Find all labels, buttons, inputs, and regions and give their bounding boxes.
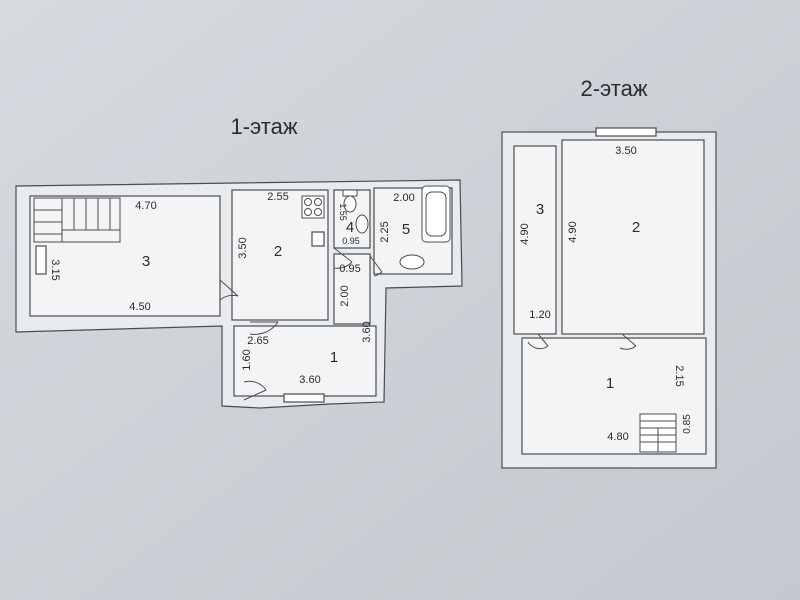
dimension-label: 0.95 — [339, 263, 360, 275]
dimension-label: 3.15 — [49, 259, 61, 280]
room-label: 3 — [536, 201, 544, 218]
window-icon — [35, 245, 47, 275]
dimension-label: 2.15 — [673, 365, 685, 386]
dimension-label: 0.85 — [682, 414, 693, 434]
dimension-label: 4.90 — [567, 221, 579, 242]
floor-2-title: 2-этаж — [580, 76, 647, 101]
toilet-icon — [342, 189, 358, 213]
washbasin-icon — [355, 214, 425, 270]
window-icon — [283, 393, 325, 403]
room-label: 1 — [606, 375, 614, 392]
room-1-floor-1 — [233, 325, 377, 397]
dimension-label: 2.25 — [379, 221, 391, 242]
corridor-floor-1 — [333, 253, 371, 325]
room-label: 3 — [142, 253, 150, 270]
staircase-icon — [639, 413, 677, 453]
dimension-label: 2.00 — [393, 192, 414, 204]
dimension-label: 2.00 — [339, 285, 351, 306]
dimension-label: 3.50 — [615, 145, 636, 157]
room-2-floor-2 — [561, 139, 705, 335]
floor-2-plan — [501, 127, 717, 469]
window-icon — [595, 127, 657, 137]
dimension-label: 4.70 — [135, 200, 156, 212]
room-label: 5 — [402, 221, 410, 238]
floor-1-title: 1-этаж — [230, 114, 297, 139]
dimension-label: 3.50 — [237, 237, 249, 258]
bathtub-icon — [421, 185, 451, 243]
dimension-label: 1.20 — [529, 309, 550, 321]
room-label: 1 — [330, 349, 338, 366]
dimension-label: 3.60 — [361, 321, 373, 342]
dimension-label: 4.90 — [519, 223, 531, 244]
dimension-label: 2.55 — [267, 191, 288, 203]
floor-1-plan — [15, 179, 463, 409]
kitchen-sink-icon — [311, 231, 325, 247]
dimension-label: 3.60 — [299, 374, 320, 386]
room-label: 4 — [346, 219, 354, 236]
stove-icon — [301, 195, 325, 219]
door-icon — [219, 247, 383, 401]
dimension-label: 1.55 — [338, 203, 348, 221]
dimension-label: 0.95 — [342, 236, 360, 246]
room-3-floor-2 — [513, 145, 557, 335]
room-label: 2 — [632, 219, 640, 236]
door-icon — [527, 333, 637, 350]
staircase-icon — [33, 197, 121, 243]
dimension-label: 4.80 — [607, 431, 628, 443]
dimension-label: 1.60 — [241, 349, 253, 370]
dimension-label: 2.65 — [247, 335, 268, 347]
dimension-label: 4.50 — [129, 301, 150, 313]
room-label: 2 — [274, 243, 282, 260]
